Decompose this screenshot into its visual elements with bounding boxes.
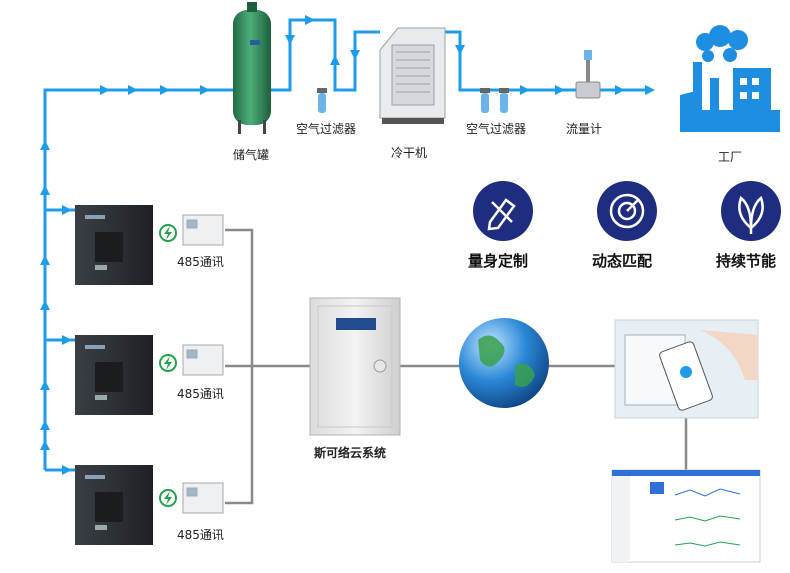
flow-meter-icon [575, 50, 601, 99]
factory-icon [680, 25, 780, 132]
comm-label-1: 485通讯 [177, 255, 224, 269]
filter-label-1: 空气过滤器 [296, 122, 357, 136]
dashboard-screenshot-icon [611, 469, 761, 563]
power-icon-1 [159, 224, 177, 242]
power-icon-3 [159, 489, 177, 507]
meter-module-icon-2 [182, 344, 224, 376]
compressor-icon-3 [75, 465, 153, 545]
dryer-label: 冷干机 [391, 146, 428, 160]
air-tank-icon [233, 2, 271, 134]
dryer-icon [379, 27, 446, 124]
feature-label-energy: 持续节能 [716, 252, 777, 270]
comm-label-3: 485通讯 [177, 528, 224, 542]
pipe-arrows [40, 15, 655, 475]
meter-module-icon-1 [182, 214, 224, 246]
air-filter-icon-1 [317, 88, 327, 113]
feature-icon-custom [473, 181, 533, 241]
air-filter-icon-2 [480, 88, 509, 113]
flowmeter-label: 流量计 [566, 122, 603, 136]
compressor-icon-1 [75, 205, 153, 285]
laptop-photo-icon [614, 319, 759, 419]
tank-label: 储气罐 [233, 148, 270, 162]
globe-icon [459, 318, 549, 408]
power-icon-2 [159, 354, 177, 372]
comm-cables [225, 228, 688, 505]
cloud-cabinet-icon [309, 297, 401, 436]
feature-icon-matching [597, 181, 657, 241]
comm-label-2: 485通讯 [177, 387, 224, 401]
cloud-system-label: 斯可络云系统 [314, 446, 387, 460]
filter-label-2: 空气过滤器 [466, 122, 527, 136]
feature-icon-energy [721, 181, 781, 241]
factory-label: 工厂 [718, 150, 743, 164]
feature-label-matching: 动态匹配 [592, 252, 653, 270]
feature-label-custom: 量身定制 [468, 252, 529, 270]
meter-module-icon-3 [182, 482, 224, 514]
compressor-icon-2 [75, 335, 153, 415]
